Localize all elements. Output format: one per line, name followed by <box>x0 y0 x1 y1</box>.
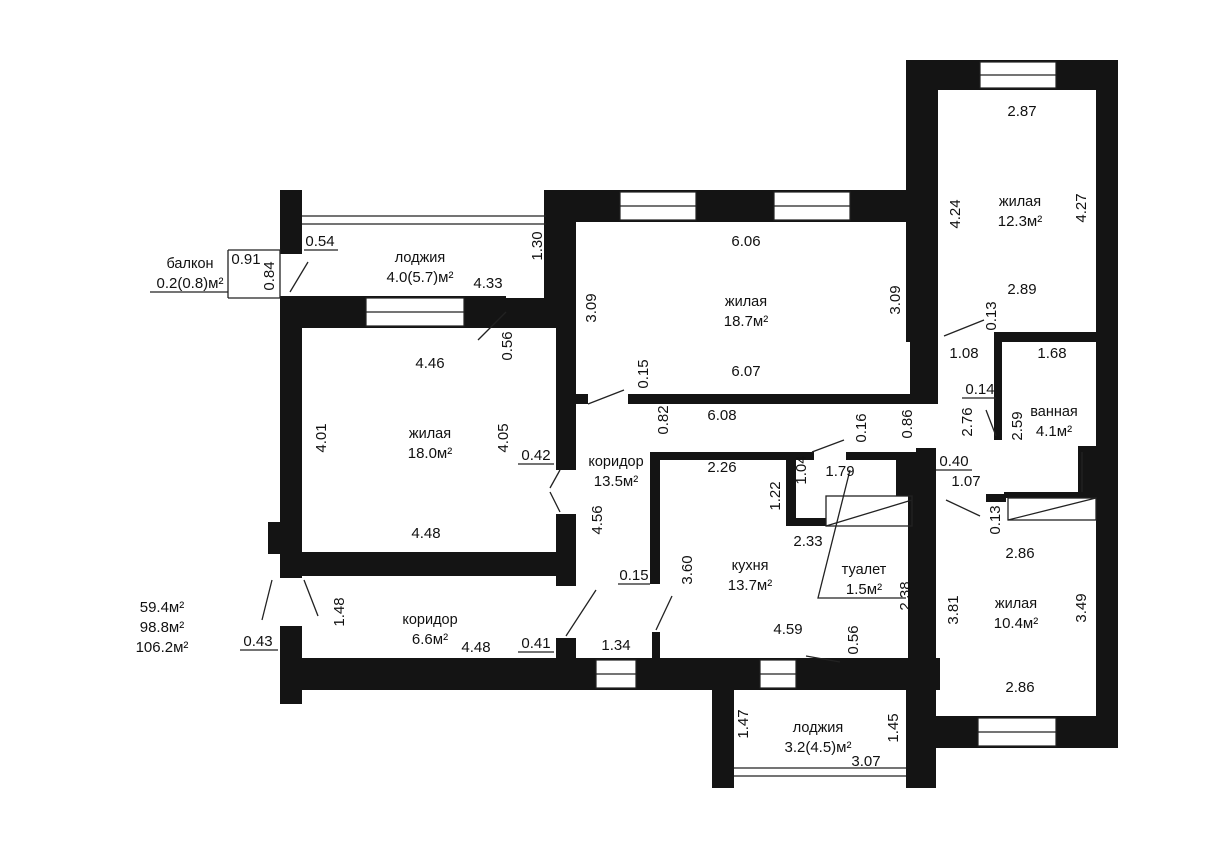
dimension-label: 0.42 <box>521 447 550 464</box>
dimension-label: 3.60 <box>679 555 696 584</box>
dimension-label: 0.91 <box>231 251 260 268</box>
room-name: балкон <box>166 256 213 272</box>
dimension-label: 0.15 <box>619 567 648 584</box>
total-area: 106.2м² <box>136 639 189 656</box>
room-name: жилая <box>995 596 1037 612</box>
room-name: лоджия <box>793 720 843 736</box>
dimension-label: 1.79 <box>825 463 854 480</box>
dimension-label: 0.13 <box>987 505 1004 534</box>
dimension-label: 4.27 <box>1073 193 1090 222</box>
room-name: туалет <box>842 562 887 578</box>
room-name: жилая <box>999 194 1041 210</box>
room-name: жилая <box>409 426 451 442</box>
dimension-label: 3.49 <box>1073 593 1090 622</box>
dimension-label: 6.07 <box>731 363 760 380</box>
room-area: 12.3м² <box>998 213 1043 230</box>
dimension-label: 1.47 <box>735 709 752 738</box>
dimension-label: 2.33 <box>793 533 822 550</box>
room-name: коридор <box>588 454 643 470</box>
walls <box>268 60 1118 788</box>
room-area: 3.2(4.5)м² <box>784 739 851 756</box>
room-area: 18.7м² <box>724 313 769 330</box>
room-area: 6.6м² <box>412 631 448 648</box>
dimension-label: 2.86 <box>1005 679 1034 696</box>
dimension-label: 0.43 <box>243 633 272 650</box>
windows <box>365 61 1057 747</box>
dimension-label: 2.26 <box>707 459 736 476</box>
dimension-label: 1.34 <box>601 637 630 654</box>
room-name: лоджия <box>395 250 445 266</box>
dimension-label: 0.56 <box>499 331 516 360</box>
dimension-label: 2.87 <box>1007 103 1036 120</box>
dimension-label: 1.08 <box>949 345 978 362</box>
dimension-label: 3.81 <box>945 595 962 624</box>
dimension-label: 4.48 <box>461 639 490 656</box>
dimension-label: 0.13 <box>983 301 1000 330</box>
dimension-label: 0.41 <box>521 635 550 652</box>
room-labels: балкон 0.2(0.8)м² лоджия 4.0(5.7)м² жила… <box>156 194 1077 756</box>
dimension-label: 2.76 <box>959 407 976 436</box>
total-area: 59.4м² <box>140 599 185 616</box>
dimension-label: 1.68 <box>1037 345 1066 362</box>
room-name: коридор <box>402 612 457 628</box>
room-area: 18.0м² <box>408 445 453 462</box>
dimension-label: 1.07 <box>951 473 980 490</box>
room-area: 1.5м² <box>846 581 882 598</box>
dimension-underlines <box>150 249 996 653</box>
total-areas: 59.4м² 98.8м² 106.2м² <box>136 599 189 656</box>
dimension-label: 2.38 <box>897 581 914 610</box>
dimension-label: 4.59 <box>773 621 802 638</box>
dimension-label: 0.56 <box>845 625 862 654</box>
dimension-label: 6.08 <box>707 407 736 424</box>
dimension-label: 3.09 <box>887 285 904 314</box>
dimension-label: 4.48 <box>411 525 440 542</box>
dimension-label: 6.06 <box>731 233 760 250</box>
dimension-label: 4.33 <box>473 275 502 292</box>
room-area: 13.5м² <box>594 473 639 490</box>
dimension-label: 3.07 <box>851 753 880 770</box>
dimension-label: 1.30 <box>529 231 546 260</box>
dimension-label: 0.86 <box>899 409 916 438</box>
dimension-label: 4.46 <box>415 355 444 372</box>
room-area: 13.7м² <box>728 577 773 594</box>
dimension-label: 0.16 <box>853 413 870 442</box>
dimension-label: 2.59 <box>1009 411 1026 440</box>
dimension-label: 0.15 <box>635 359 652 388</box>
room-name: кухня <box>732 558 769 574</box>
dimension-label: 1.48 <box>331 597 348 626</box>
room-area: 10.4м² <box>994 615 1039 632</box>
dimension-label: 2.86 <box>1005 545 1034 562</box>
total-area: 98.8м² <box>140 619 185 636</box>
dimension-label: 4.56 <box>589 505 606 534</box>
room-area: 4.0(5.7)м² <box>386 269 453 286</box>
room-area: 0.2(0.8)м² <box>156 275 223 292</box>
room-name: ванная <box>1030 404 1078 420</box>
dimension-label: 0.14 <box>965 381 994 398</box>
dimension-label: 0.40 <box>939 453 968 470</box>
dimensions: 2.87 4.24 4.27 2.89 0.13 1.08 1.68 0.14 … <box>231 103 1090 770</box>
dimension-label: 4.01 <box>313 423 330 452</box>
dimension-label: 1.45 <box>885 713 902 742</box>
dimension-label: 1.22 <box>767 481 784 510</box>
room-name: жилая <box>725 294 767 310</box>
dimension-label: 2.89 <box>1007 281 1036 298</box>
thin-lines <box>227 215 1097 777</box>
dimension-label: 0.84 <box>261 261 278 290</box>
dimension-label: 0.54 <box>305 233 334 250</box>
dimension-label: 1.04 <box>793 455 810 484</box>
dimension-label: 3.09 <box>583 293 600 322</box>
dimension-label: 4.24 <box>947 199 964 228</box>
dimension-label: 0.82 <box>655 405 672 434</box>
dimension-label: 4.05 <box>495 423 512 452</box>
room-area: 4.1м² <box>1036 423 1072 440</box>
